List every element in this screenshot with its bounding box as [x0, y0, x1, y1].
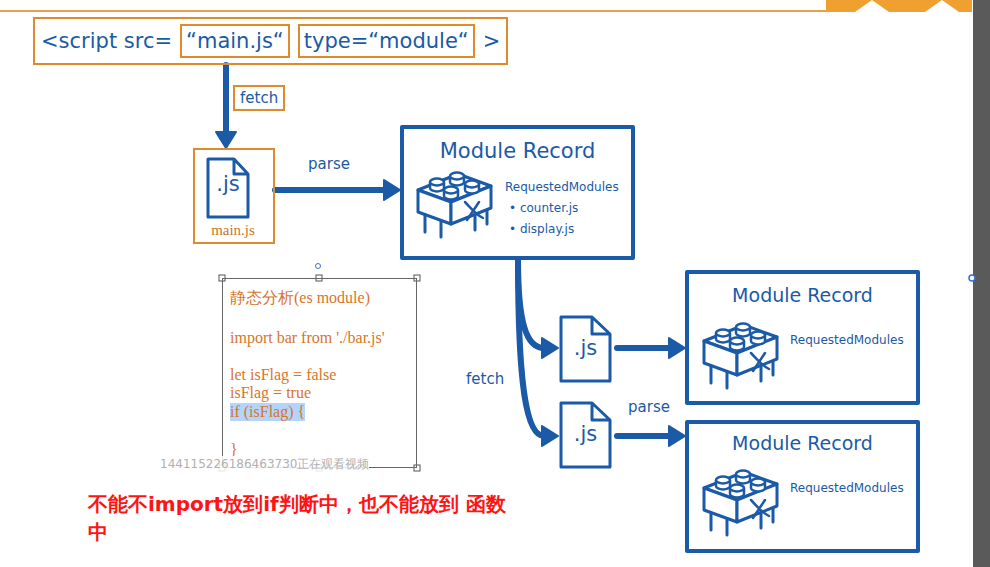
node-text: RequestedModules — [505, 180, 619, 194]
warning-note: 不能不import放到if判断中，也不能放到 函数中 — [88, 490, 520, 546]
node-text: • display.js — [509, 222, 574, 236]
band-notch — [855, 0, 889, 12]
handle-dot — [969, 275, 975, 281]
code-note-box: 静态分析(es module) import bar from './bar.js… — [222, 278, 417, 468]
node-text: main.js — [195, 222, 271, 239]
top-corner-band — [826, 0, 972, 12]
node-text: isFlag = true — [230, 384, 311, 402]
node-text: RequestedModules — [790, 481, 904, 495]
node-text: import bar from './bar.js' — [230, 329, 385, 347]
arrow-head — [216, 132, 236, 148]
edge-label: parse — [306, 155, 352, 173]
arrow-head — [669, 338, 685, 358]
node-text: Module Record — [404, 139, 631, 163]
js-file-icon: .js — [558, 400, 617, 470]
node-text: let isFlag = false — [230, 366, 336, 384]
node-text: “main.js“ — [186, 29, 284, 53]
script-tag-box: <script src= > “main.js“ type=“module“ — [33, 17, 508, 65]
node-text: <script src= — [41, 29, 172, 53]
side-bar — [973, 0, 990, 567]
attribute-box: “main.js“ — [180, 24, 290, 58]
watermark: 144115226186463730正在观看视频 — [160, 456, 369, 473]
js-file-icon: .js — [558, 314, 617, 384]
flow-arrow — [518, 260, 544, 436]
module-record-box: Module RecordRequestedModules — [685, 270, 920, 405]
node-text: Module Record — [689, 432, 916, 454]
flow-arrow — [518, 260, 544, 348]
node-text: .js — [558, 422, 613, 446]
lego-brick — [704, 471, 777, 536]
module-record-box: Module RecordRequestedModules — [685, 420, 920, 553]
node-text: RequestedModules — [790, 333, 904, 347]
node-text: type=“module“ — [304, 29, 469, 53]
handle-dot — [316, 264, 321, 269]
arrow-head — [669, 426, 685, 446]
lego-brick — [704, 324, 777, 389]
file-box: .js main.js — [193, 148, 275, 244]
node-text: .js — [558, 336, 613, 360]
flow-arrow — [617, 433, 671, 439]
branch-label: parse — [626, 398, 672, 416]
top-rule — [0, 10, 826, 12]
flow-arrow — [275, 187, 386, 193]
flow-arrow — [617, 345, 671, 351]
lego-brick — [418, 173, 491, 238]
arrow-head — [542, 338, 558, 358]
attribute-box: type=“module“ — [298, 24, 475, 58]
arrow-head — [384, 180, 400, 200]
node-text: > — [483, 29, 501, 53]
node-text: .js — [205, 172, 251, 196]
node-text: 静态分析(es module) — [230, 289, 370, 307]
node-text: • counter.js — [509, 201, 578, 215]
module-record-box: Module RecordRequestedModules • counter.j… — [400, 125, 635, 260]
band-notch — [925, 0, 959, 12]
flow-arrow — [223, 65, 229, 134]
selection-handles — [219, 275, 420, 471]
node-text: Module Record — [689, 284, 916, 306]
edge-label: fetch — [233, 85, 285, 111]
node-text: if (isFlag) { — [230, 403, 305, 421]
branch-label: fetch — [464, 370, 506, 388]
arrow-head — [542, 426, 558, 446]
